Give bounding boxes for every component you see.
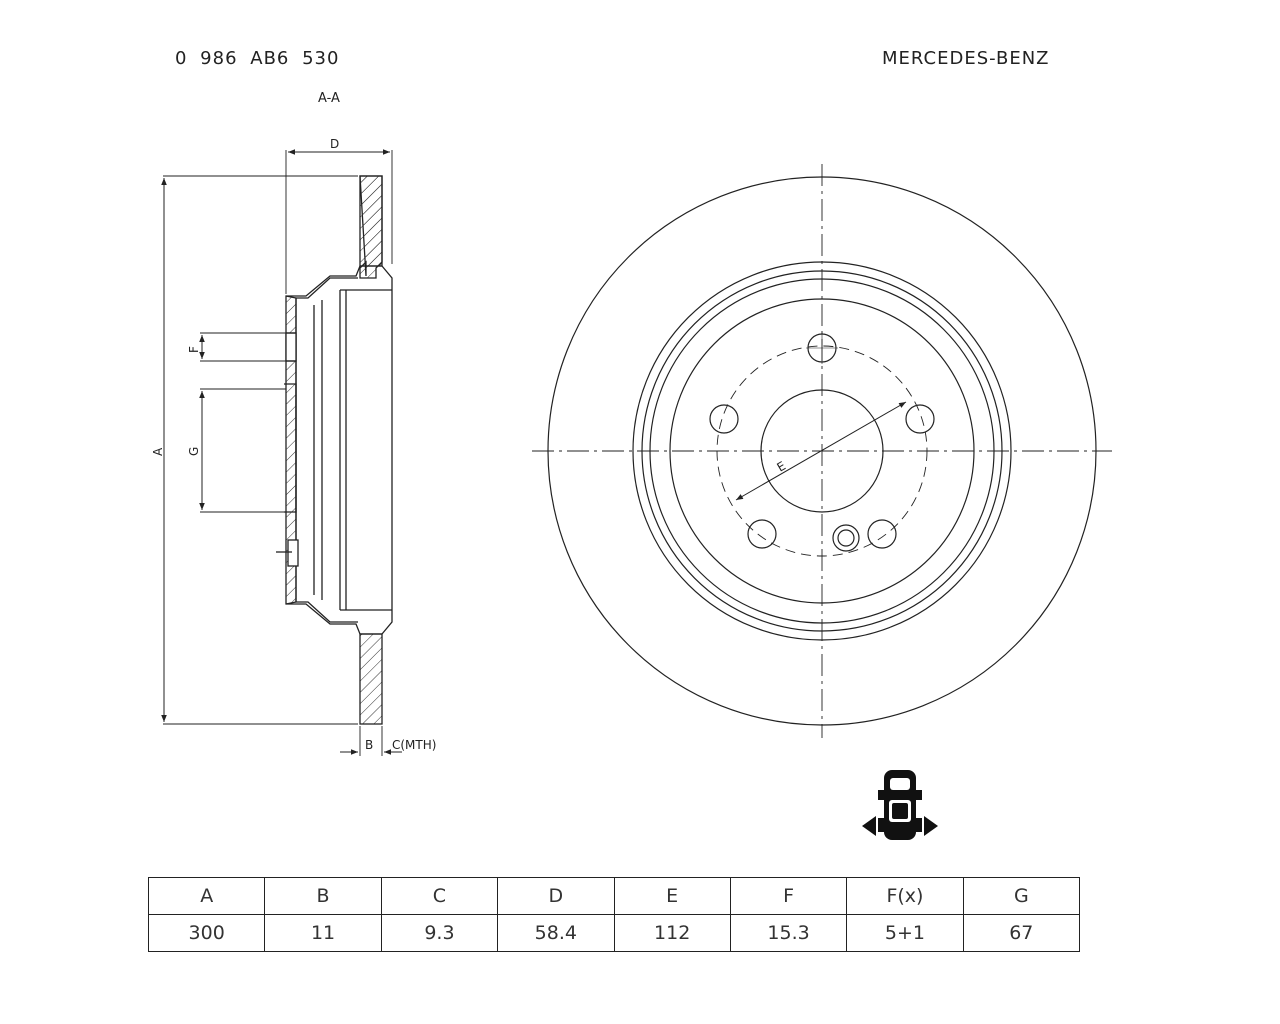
spec-value-cell: 300 bbox=[147, 914, 266, 952]
bolt-hole bbox=[905, 404, 935, 434]
dim-label-d: D bbox=[330, 137, 339, 151]
spec-value-cell: 15.3 bbox=[729, 914, 848, 952]
part-number: 0 986 AB6 530 bbox=[175, 48, 340, 69]
dim-label-g: G bbox=[187, 447, 201, 456]
spec-value-cell: 112 bbox=[613, 914, 731, 952]
dim-label-f: F bbox=[187, 346, 201, 353]
spec-header-cell: C bbox=[380, 877, 499, 915]
spec-header-cell: F(x) bbox=[846, 877, 964, 915]
spec-value-cell: 11 bbox=[264, 914, 382, 952]
spec-value-cell: 9.3 bbox=[380, 914, 499, 952]
spec-header-cell: D bbox=[497, 877, 615, 915]
spec-table: A B C D E F F(x) G 300 11 9.3 58.4 112 1… bbox=[147, 877, 1081, 952]
spec-header-cell: F bbox=[729, 877, 848, 915]
dim-label-c: C(MTH) bbox=[392, 738, 436, 752]
hat-outline bbox=[285, 265, 393, 635]
spec-header-cell: E bbox=[613, 877, 731, 915]
bolt-hole bbox=[867, 519, 897, 549]
spec-header-cell: A bbox=[147, 877, 266, 915]
spec-value-row: 300 11 9.3 58.4 112 15.3 5+1 67 bbox=[147, 914, 1081, 952]
spec-value-cell: 67 bbox=[962, 914, 1081, 952]
section-view: A-A A D F G bbox=[151, 91, 436, 756]
dim-label-e: E bbox=[775, 459, 789, 475]
section-label: A-A bbox=[318, 91, 340, 106]
spec-value-cell: 58.4 bbox=[497, 914, 615, 952]
bolt-hole bbox=[709, 404, 739, 434]
dim-label-b: B bbox=[365, 738, 373, 752]
spec-header-row: A B C D E F F(x) G bbox=[147, 877, 1081, 915]
bolt-hole bbox=[747, 519, 777, 549]
locating-hole bbox=[832, 524, 860, 552]
spec-value-cell: 5+1 bbox=[846, 914, 964, 952]
rear-axle-car-icon bbox=[862, 770, 938, 840]
dim-label-a: A bbox=[151, 447, 165, 456]
brand-name: MERCEDES-BENZ bbox=[882, 48, 1050, 69]
spec-header-cell: B bbox=[264, 877, 382, 915]
front-view: E bbox=[532, 164, 1112, 738]
spec-header-cell: G bbox=[962, 877, 1081, 915]
